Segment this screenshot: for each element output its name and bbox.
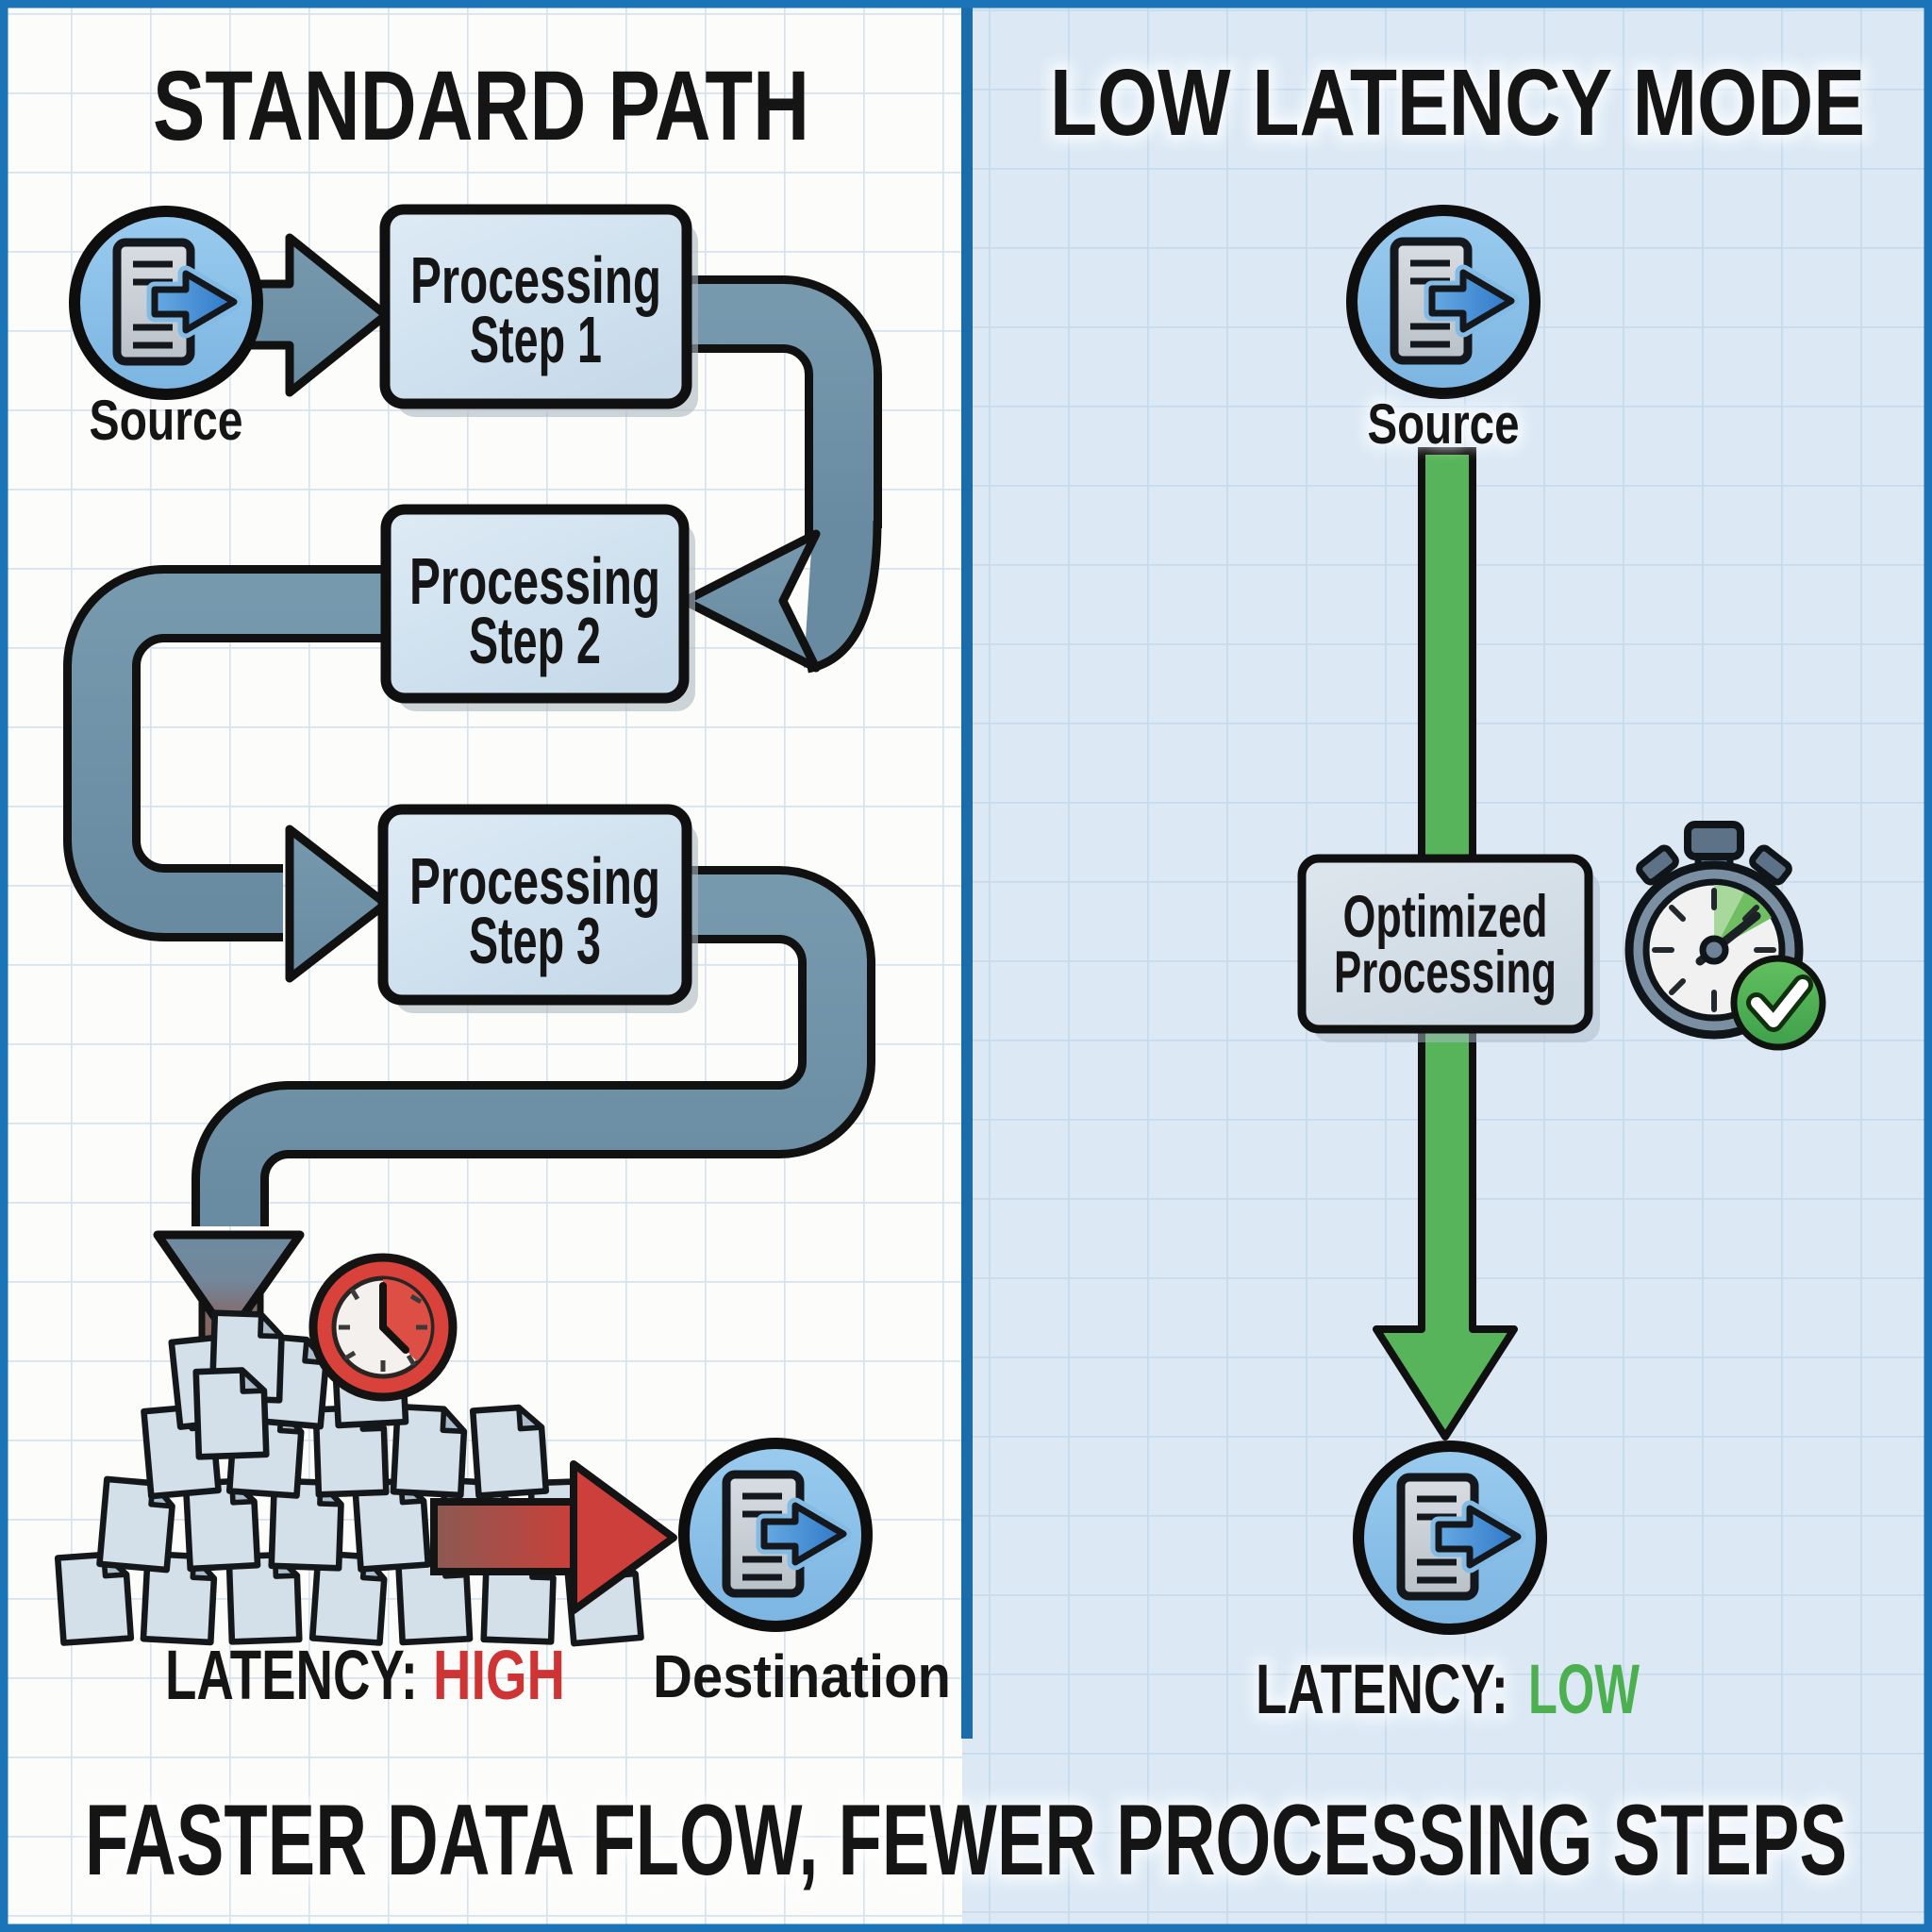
svg-text:Step 2: Step 2 [469,604,601,677]
svg-text:LOW LATENCY MODE: LOW LATENCY MODE [1050,50,1865,156]
svg-text:Processing: Processing [1334,940,1557,1006]
svg-text:STANDARD PATH: STANDARD PATH [153,51,809,161]
svg-text:Optimized: Optimized [1343,884,1548,950]
svg-text:LOW LATENCY MODE: LOW LATENCY MODE [1050,50,1865,156]
svg-text:Source: Source [90,389,243,452]
svg-text:Step 1: Step 1 [470,303,602,376]
svg-text:HIGH: HIGH [433,1636,565,1714]
svg-text:LATENCY:: LATENCY: [165,1636,418,1714]
svg-text:Processing: Processing [410,243,661,317]
svg-text:Processing: Processing [409,544,660,618]
svg-text:Processing: Processing [409,844,660,918]
svg-text:LATENCY:: LATENCY: [1256,1650,1508,1728]
svg-text:FASTER DATA FLOW, FEWER PROCES: FASTER DATA FLOW, FEWER PROCESSING STEPS [85,1783,1847,1896]
svg-text:LATENCY:: LATENCY: [1256,1650,1508,1728]
svg-text:Destination: Destination [653,1642,951,1710]
svg-text:FASTER DATA FLOW, FEWER PROCES: FASTER DATA FLOW, FEWER PROCESSING STEPS [85,1783,1847,1896]
svg-text:Source: Source [1368,392,1520,456]
svg-text:LOW: LOW [1528,1650,1640,1728]
svg-text:Step 3: Step 3 [469,904,601,977]
svg-text:Source: Source [1368,392,1520,456]
